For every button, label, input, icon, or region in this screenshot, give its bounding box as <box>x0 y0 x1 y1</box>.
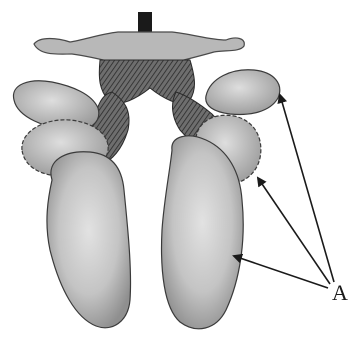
top-stub <box>138 12 152 34</box>
right-lower-lobe <box>162 136 244 329</box>
right-upper-lobe <box>206 70 280 115</box>
top-crossbar <box>34 32 244 64</box>
callout-line-upper <box>280 95 334 282</box>
left-lower-lobe <box>47 152 131 328</box>
callout-label: A <box>332 282 348 304</box>
